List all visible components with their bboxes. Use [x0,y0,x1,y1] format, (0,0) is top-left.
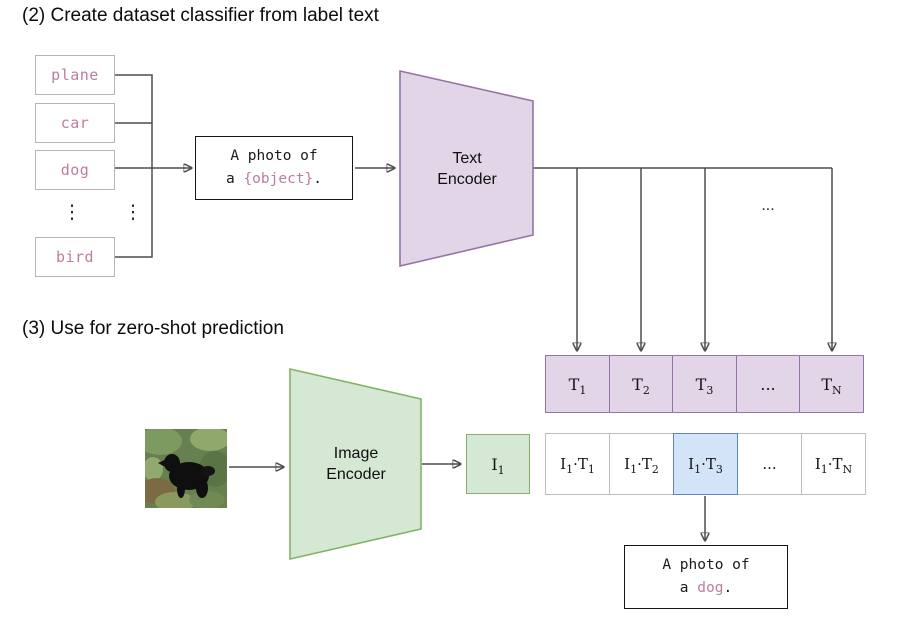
logit-row: I1·T1 I1·T2 I1·T3 ... I1·TN [545,433,866,495]
output-line1: A photo of [662,557,750,573]
label-box-dog: dog [35,150,115,190]
section2-title: (2) Create dataset classifier from label… [22,5,379,26]
logit-cell-i1t1: I1·T1 [545,433,610,495]
text-embedding-ellipsis: ... [735,355,801,413]
text-encoder-shape [399,70,534,267]
image-encoder-label: Image Encoder [326,445,386,483]
bracket-ellipsis: ⋮ [123,201,143,223]
text-embedding-row: T1 T2 T3 ... TN [545,355,864,413]
output-line2: a dog. [679,580,733,596]
image-embedding-box: I1 [466,434,530,494]
prompt-line1: A photo of [230,148,318,164]
logit-cell-i1t2: I1·T2 [609,433,674,495]
image-encoder-shape [289,368,422,560]
prediction-output-box: A photo of a dog. [624,545,788,609]
label-box-car: car [35,103,115,143]
text-encoder-output-arrows [533,167,832,351]
dog-photo [145,429,227,508]
text-embedding-t3: T3 [672,355,737,413]
label-bracket-lines [115,74,192,258]
text-encoder-label: Text Encoder [437,149,497,188]
label-box-plane: plane [35,55,115,95]
predicted-label: dog [697,580,724,596]
text-embedding-t2: T2 [608,355,674,413]
label-box-bird: bird [35,237,115,277]
logit-cell-i1t3-highlighted: I1·T3 [673,433,738,495]
section3-title: (3) Use for zero-shot prediction [22,318,284,339]
text-embedding-tn: TN [799,355,864,413]
logit-cell-i1tn: I1·TN [801,433,866,495]
prompt-line2: a {object}. [225,171,323,187]
embedding-gap-ellipsis: ... [761,197,775,214]
object-token: {object} [243,171,314,187]
labels-ellipsis: ⋮ [62,201,82,223]
logit-cell-ellipsis: ... [737,433,802,495]
prompt-template-box: A photo of a {object}. [195,136,353,200]
text-embedding-t1: T1 [545,355,610,413]
